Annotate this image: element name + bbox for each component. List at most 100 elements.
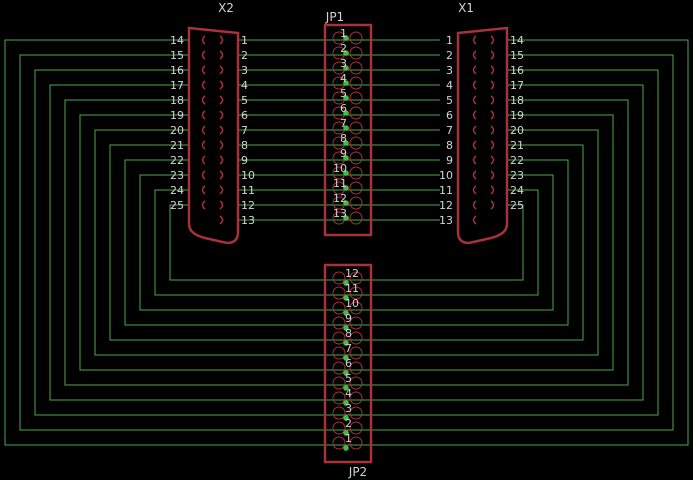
x2-pin-22-label: 22	[170, 154, 184, 167]
jp1-pin-1-pad-b	[349, 31, 363, 45]
x2-pin-14-mark	[201, 35, 206, 45]
x2-pin-20-label: 20	[170, 124, 184, 137]
jp1-pin-11-label: 11	[333, 177, 347, 190]
jp1-pin-10-pad-b	[349, 166, 363, 180]
x2-pin-22-mark	[201, 155, 206, 165]
header-jp2-body	[323, 263, 373, 464]
x1-pin-16-mark	[490, 65, 495, 75]
x1-pin-7-label: 7	[446, 124, 453, 137]
jp2-pin-9-label: 9	[345, 312, 352, 325]
jp2-pin-10-label: 10	[345, 297, 359, 310]
jp1-pin-1-dot	[343, 35, 349, 41]
jp1-pin-5-label: 5	[340, 87, 347, 100]
jp2-pin-12-dot	[343, 280, 349, 286]
jp1-pin-6-dot	[343, 110, 349, 116]
jp2-pin-9-pad-b	[349, 316, 363, 330]
jp1-pin-8-dot	[343, 140, 349, 146]
connector-x1-body	[456, 26, 509, 245]
jp1-pin-2-label: 2	[340, 42, 347, 55]
jp2-pin-12-pad-b	[349, 271, 363, 285]
x1-pin-1-mark	[472, 35, 477, 45]
net-wires	[4, 39, 689, 446]
x1-pin-5-mark	[472, 95, 477, 105]
x1-pin-5-label: 5	[446, 94, 453, 107]
header-jp1-ref: JP1	[325, 10, 344, 24]
jp1-pin-10-label: 10	[333, 162, 347, 175]
jp2-pin-7-label: 7	[345, 342, 352, 355]
wire-loop-23	[139, 174, 554, 311]
x2-pin-5-label: 5	[241, 94, 248, 107]
jp1-pin-4-dot	[343, 80, 349, 86]
jp2-pin-10-pad-b	[349, 301, 363, 315]
jp2-pin-6-pad-b	[349, 361, 363, 375]
wire-loop-19	[79, 114, 614, 371]
x1-pin-10-label: 10	[439, 169, 453, 182]
jp1-pin-11-dot	[343, 185, 349, 191]
x2-pin-1-mark	[219, 35, 224, 45]
jp2-pin-7-pad-a	[332, 346, 346, 360]
x1-pin-2-mark	[472, 50, 477, 60]
x1-pin-8-mark	[472, 140, 477, 150]
x1-pin-18-label: 18	[510, 94, 524, 107]
x1-pin-22-mark	[490, 155, 495, 165]
jp1-pin-13-label: 13	[333, 207, 347, 220]
jp2-pin-9-pad-a	[332, 316, 346, 330]
x2-pin-3-mark	[219, 65, 224, 75]
jp2-pin-4-dot	[343, 400, 349, 406]
jp1-pin-1-label: 1	[340, 27, 347, 40]
jp2-pin-11-pad-b	[349, 286, 363, 300]
x2-pin-16-mark	[201, 65, 206, 75]
x1-pin-14-label: 14	[510, 34, 524, 47]
jp1-pin-6-label: 6	[340, 102, 347, 115]
connector-x2-body	[187, 26, 240, 245]
x2-pin-8-label: 8	[241, 139, 248, 152]
wire-loop-24	[154, 189, 539, 296]
jp2-pin-11-pad-a	[332, 286, 346, 300]
x1-pin-21-label: 21	[510, 139, 524, 152]
jp2-pin-4-pad-a	[332, 391, 346, 405]
wire-loop-15	[19, 54, 674, 431]
x2-pin-11-mark	[219, 185, 224, 195]
jp2-pin-2-dot	[343, 430, 349, 436]
jp2-pin-10-pad-a	[332, 301, 346, 315]
x1-pin-9-mark	[472, 155, 477, 165]
jp2-pin-11-dot	[343, 295, 349, 301]
jp1-pin-7-pad-b	[349, 121, 363, 135]
x1-pin-2-label: 2	[446, 49, 453, 62]
jp2-pin-5-label: 5	[345, 372, 352, 385]
x2-pin-9-mark	[219, 155, 224, 165]
jp2-pin-5-dot	[343, 385, 349, 391]
jp1-pin-2-dot	[343, 50, 349, 56]
jp2-pin-2-pad-b	[349, 421, 363, 435]
jp2-pin-10-dot	[343, 310, 349, 316]
x2-pin-16-label: 16	[170, 64, 184, 77]
jp1-pin-12-pad-b	[349, 196, 363, 210]
x1-pin-23-mark	[490, 170, 495, 180]
jp1-pin-5-dot	[343, 95, 349, 101]
x1-pin-24-label: 24	[510, 184, 524, 197]
x2-pin-17-label: 17	[170, 79, 184, 92]
jp2-pin-1-pad-a	[332, 436, 346, 450]
jp1-pin-10-dot	[343, 170, 349, 176]
x1-pin-17-label: 17	[510, 79, 524, 92]
x1-pin-4-mark	[472, 80, 477, 90]
x2-pin-23-mark	[201, 170, 206, 180]
x1-pin-10-mark	[472, 170, 477, 180]
jp1-pin-2-pad-b	[349, 46, 363, 60]
jp2-pin-6-pad-a	[332, 361, 346, 375]
jp2-pin-6-label: 6	[345, 357, 352, 370]
x1-pin-20-mark	[490, 125, 495, 135]
jp1-pin-4-label: 4	[340, 72, 347, 85]
x2-pin-13-label: 13	[241, 214, 255, 227]
x2-pin-9-label: 9	[241, 154, 248, 167]
x2-pin-12-mark	[219, 200, 224, 210]
jp1-pin-3-dot	[343, 65, 349, 71]
